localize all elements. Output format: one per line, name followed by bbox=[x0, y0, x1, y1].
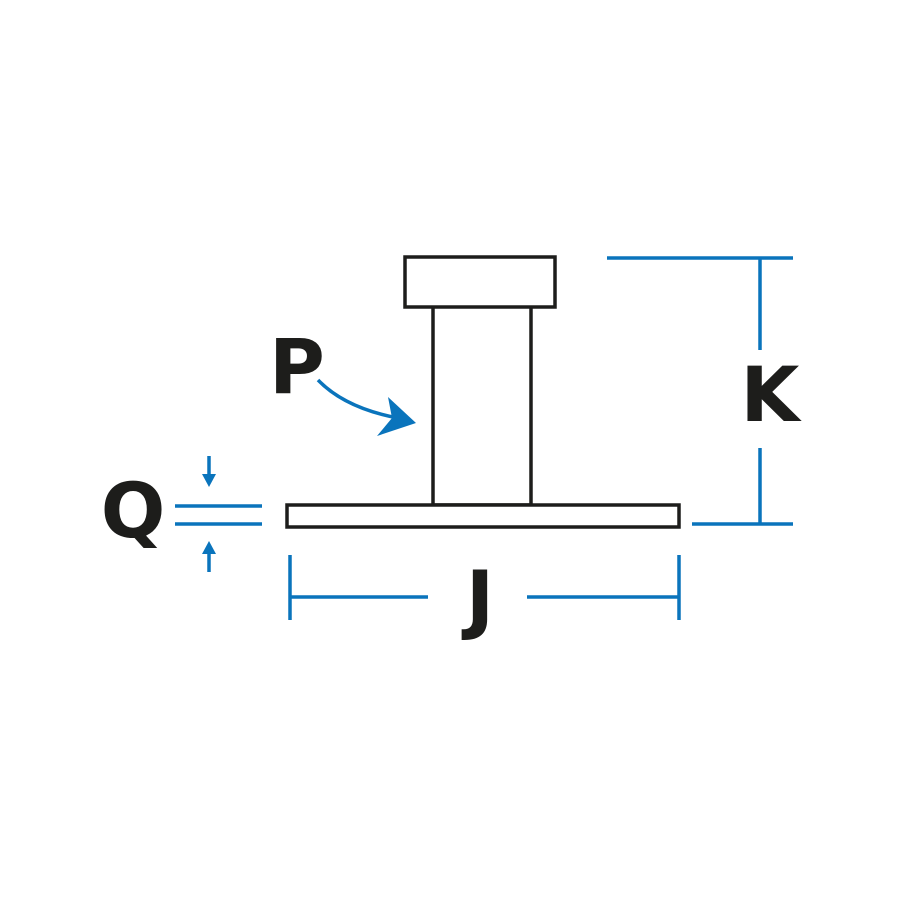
arrow-head-icon bbox=[377, 397, 416, 436]
base-plate bbox=[285, 503, 681, 529]
q-dimension bbox=[175, 456, 262, 572]
arrow-down-icon bbox=[202, 474, 216, 487]
j-dimension bbox=[288, 555, 681, 620]
p-pointer-arrow bbox=[316, 378, 416, 436]
arrow-up-icon bbox=[202, 541, 216, 554]
label-j: J bbox=[461, 554, 494, 643]
shaft bbox=[431, 303, 533, 507]
label-q: Q bbox=[101, 466, 166, 555]
label-k: K bbox=[741, 350, 803, 439]
k-dimension bbox=[607, 256, 793, 526]
head-cap bbox=[403, 255, 557, 309]
label-p: P bbox=[269, 322, 325, 411]
